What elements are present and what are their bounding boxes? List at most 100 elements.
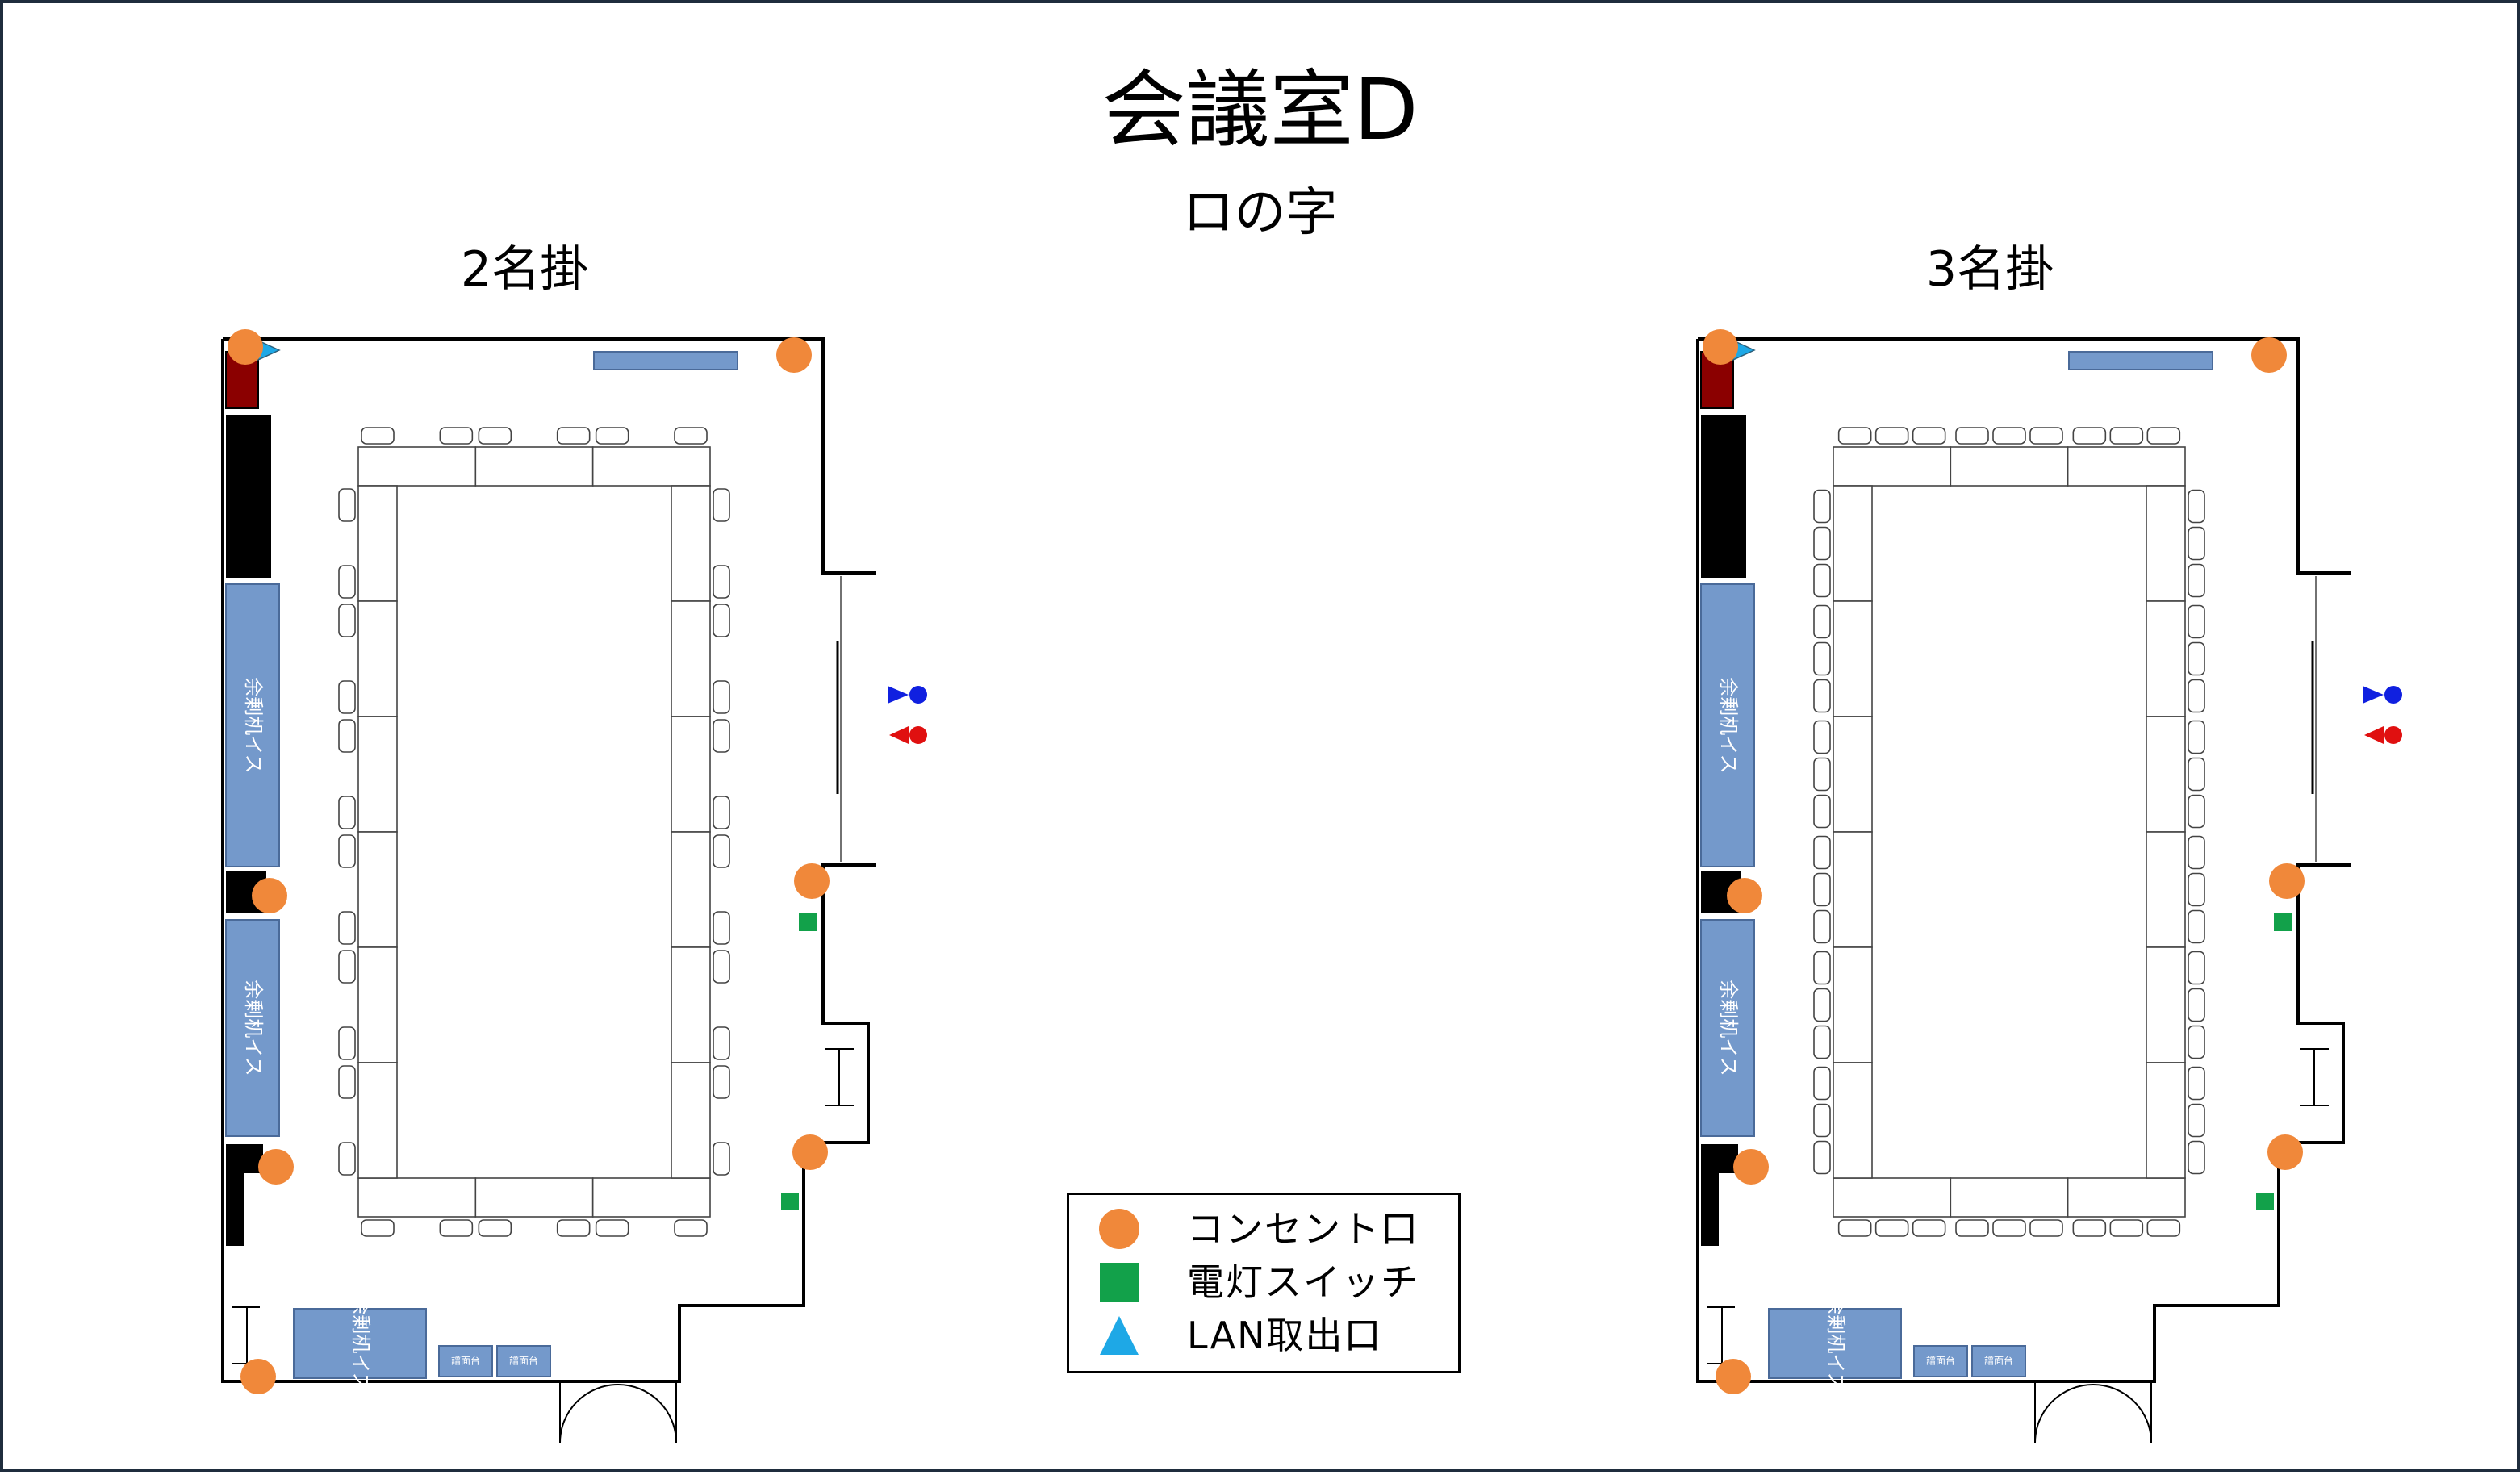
storage-label: 余剰机イス: [1824, 1295, 1847, 1391]
restroom-male-icon: [2384, 686, 2402, 704]
table: [671, 831, 711, 948]
chair: [713, 796, 730, 829]
chair: [1813, 604, 1831, 639]
chair: [713, 719, 730, 753]
table: [2146, 1062, 2186, 1179]
table: [1833, 716, 1873, 833]
light-switch-icon: [2274, 913, 2292, 931]
chair: [2188, 951, 2205, 985]
chair: [1813, 526, 1831, 561]
chair: [439, 427, 474, 445]
chair: [2188, 563, 2205, 598]
outlet-icon: [252, 878, 287, 913]
chair: [1813, 720, 1831, 754]
chair: [1813, 1140, 1831, 1175]
chair: [1813, 563, 1831, 598]
outlet-icon: [1099, 1209, 1139, 1249]
layout-caption-left: 2名掛: [460, 241, 589, 298]
outlet-icon: [2267, 1134, 2303, 1170]
chair: [556, 1219, 591, 1237]
chair: [2188, 720, 2205, 754]
whiteboard: [593, 351, 738, 370]
restroom-female-icon: [889, 726, 909, 744]
table: [591, 446, 711, 487]
outlet-icon: [1703, 329, 1738, 365]
chair: [2109, 1219, 2144, 1237]
chair: [1813, 757, 1831, 792]
chair: [2188, 526, 2205, 561]
door-swing: [2034, 1384, 2094, 1444]
storage-area: [225, 919, 280, 1137]
table: [671, 1062, 711, 1179]
table: [1833, 831, 1873, 948]
chair: [2188, 604, 2205, 639]
door-swing: [2092, 1384, 2152, 1444]
layout-subtitle: ロの字: [1182, 183, 1338, 243]
table: [1833, 1062, 1873, 1179]
chair: [338, 911, 356, 945]
chair: [595, 1219, 629, 1237]
table: [671, 946, 711, 1063]
chair: [1813, 794, 1831, 829]
chair: [478, 1219, 512, 1237]
chair: [478, 427, 512, 445]
wall-outline: [221, 339, 876, 1383]
table: [1833, 600, 1873, 717]
restroom-male-icon: [909, 686, 927, 704]
chair: [713, 680, 730, 714]
chair: [1813, 679, 1831, 713]
restroom-female-icon: [2364, 726, 2384, 744]
chair: [1955, 427, 1989, 445]
chair: [361, 427, 395, 445]
chair: [2188, 794, 2205, 829]
table: [1833, 446, 1952, 487]
chair: [1813, 641, 1831, 676]
chair: [713, 604, 730, 637]
chair: [2188, 1103, 2205, 1138]
table: [591, 1177, 711, 1218]
chair: [2188, 872, 2205, 907]
chair: [2188, 1025, 2205, 1059]
table: [671, 485, 711, 602]
room-plan-right: 余剰机イス余剰机イス余剰机イス譜面台譜面台: [1696, 329, 2402, 1444]
small-storage-box: [496, 1345, 551, 1377]
door-swing: [559, 1384, 619, 1444]
outlet-icon: [1716, 1359, 1751, 1394]
outlet-icon: [792, 1134, 828, 1170]
table: [357, 831, 398, 948]
light-switch-icon: [2256, 1193, 2274, 1210]
table: [357, 485, 398, 602]
legend-item-lan: LAN取出口: [1069, 1310, 1458, 1361]
chair: [338, 1065, 356, 1099]
table: [1833, 1177, 1952, 1218]
storage-label: 余剰机イス: [349, 1295, 372, 1391]
chair: [713, 834, 730, 868]
table: [474, 1177, 594, 1218]
chair: [439, 1219, 474, 1237]
restroom-female-icon: [909, 726, 927, 744]
table: [357, 946, 398, 1063]
chair: [1813, 951, 1831, 985]
table: [2146, 600, 2186, 717]
light-switch-icon: [1100, 1263, 1139, 1302]
table: [474, 446, 594, 487]
page-title: 会議室D: [1101, 61, 1419, 159]
chair: [338, 834, 356, 868]
chair: [1837, 1219, 1872, 1237]
table: [2067, 446, 2186, 487]
chair: [2146, 427, 2181, 445]
storage-label: 余剰机イス: [1717, 677, 1740, 773]
chair: [1992, 427, 2026, 445]
chair: [2188, 489, 2205, 524]
chair: [2072, 1219, 2107, 1237]
table: [671, 600, 711, 717]
chair: [713, 1026, 730, 1060]
chair: [2188, 835, 2205, 870]
wall-top: [1698, 337, 2351, 575]
chair: [2188, 1066, 2205, 1101]
legend-item-switch: 電灯スイッチ: [1069, 1256, 1458, 1308]
table: [357, 716, 398, 833]
wall-pillar: [226, 1144, 263, 1246]
outlet-icon: [228, 329, 263, 365]
restroom-female-icon: [2384, 726, 2402, 744]
